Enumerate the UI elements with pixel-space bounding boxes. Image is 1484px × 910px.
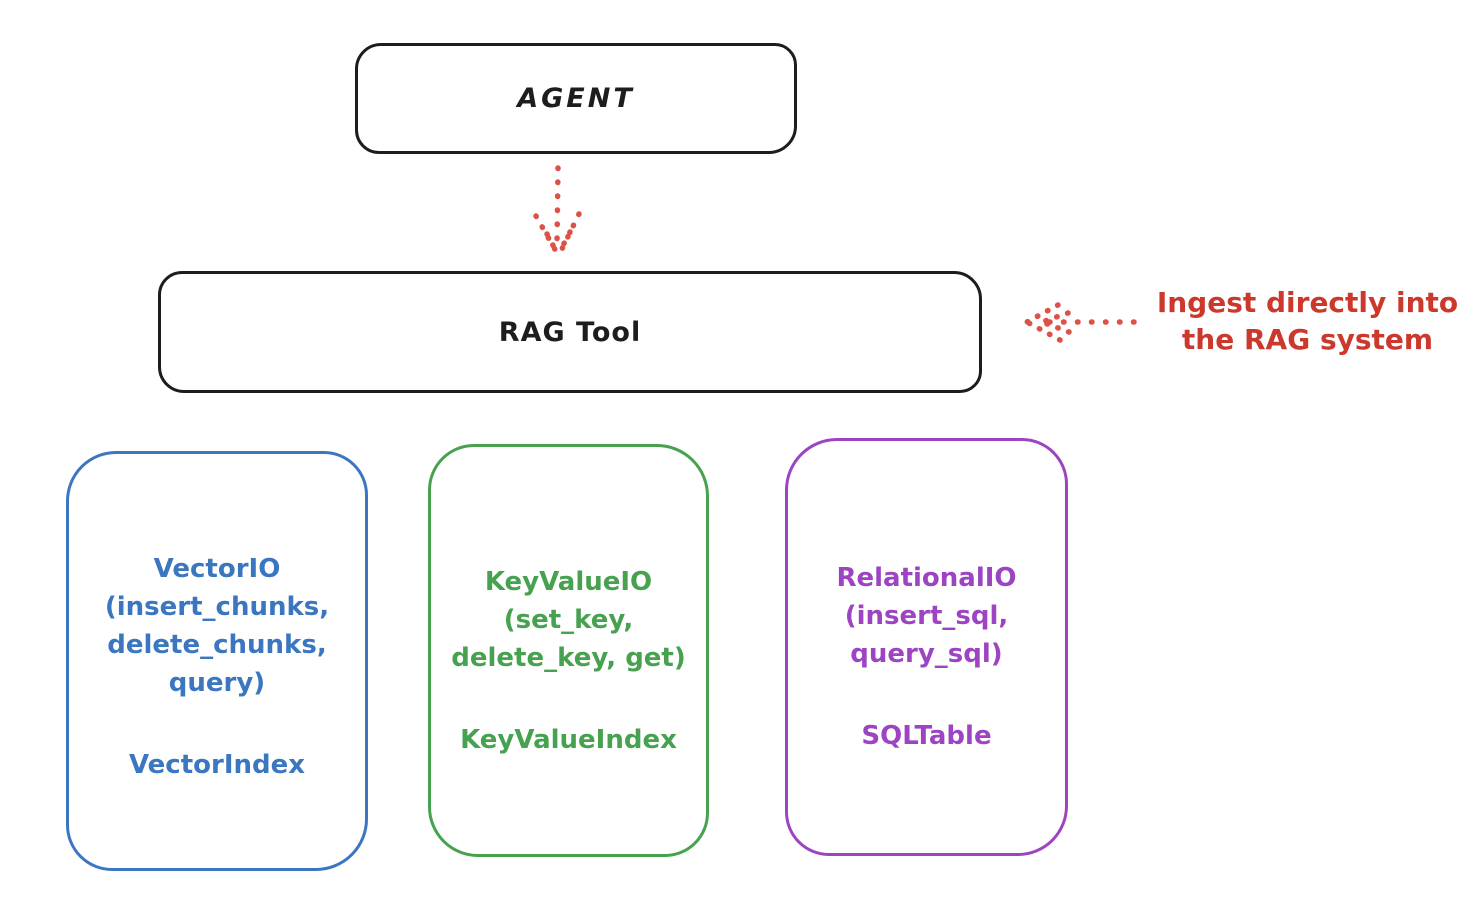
card-line: KeyValueIO (484, 567, 653, 597)
card-line: VectorIO (153, 554, 281, 584)
card-index-label: VectorIndex (128, 750, 306, 780)
rag-tool-box: RAG Tool (158, 271, 982, 393)
card-line: RelationalIO (836, 563, 1017, 593)
ingest-arrow-head (1024, 302, 1072, 343)
card-key-value-io: KeyValueIO (set_key, delete_key, get) Ke… (428, 444, 709, 857)
card-line: query_sql) (850, 639, 1003, 669)
annotation-line-1: Ingest directly into (1156, 286, 1459, 319)
agent-to-rag-arrow-head (533, 211, 582, 256)
card-line: (insert_chunks, (104, 592, 330, 622)
ingest-annotation: Ingest directly into the RAG system (1135, 284, 1480, 358)
card-line: delete_key, get) (451, 643, 686, 673)
card-vector-io-text: VectorIO (insert_chunks, delete_chunks, … (69, 550, 365, 784)
card-index-label: KeyValueIndex (460, 725, 677, 755)
card-index-label: SQLTable (861, 721, 992, 751)
card-relational-io-text: RelationalIO (insert_sql, query_sql) SQL… (788, 559, 1065, 755)
agent-box: AGENT (355, 43, 797, 154)
card-line: (set_key, (503, 605, 634, 635)
card-vector-io: VectorIO (insert_chunks, delete_chunks, … (66, 451, 368, 871)
card-line: delete_chunks, (107, 630, 327, 660)
card-line: query) (168, 668, 266, 698)
card-relational-io: RelationalIO (insert_sql, query_sql) SQL… (785, 438, 1068, 856)
card-key-value-io-text: KeyValueIO (set_key, delete_key, get) Ke… (431, 563, 706, 759)
agent-label: AGENT (517, 83, 635, 114)
annotation-line-2: the RAG system (1181, 323, 1434, 356)
agent-to-rag-arrow-line (554, 165, 561, 247)
card-line: (insert_sql, (844, 601, 1009, 631)
rag-tool-label: RAG Tool (498, 316, 642, 348)
